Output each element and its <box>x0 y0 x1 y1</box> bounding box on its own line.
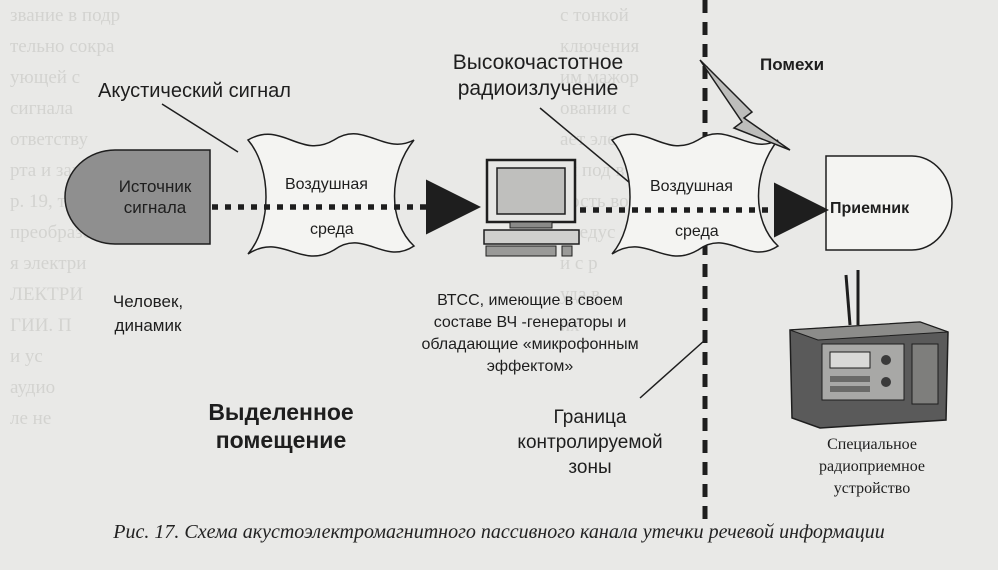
special-device-line-1: Специальное <box>827 436 917 453</box>
boundary-leader <box>639 339 706 399</box>
dedicated-room-label: Выделенное помещение <box>186 398 376 454</box>
hf-radiation-line-1: Высокочастотное <box>452 51 624 74</box>
diagram-canvas <box>64 0 953 520</box>
lightning-icon <box>699 59 791 151</box>
signal-source-shape <box>64 149 211 245</box>
air-medium-2-line-1: Воздушная <box>650 178 733 195</box>
vtss-label: ВТСС, имеющие в своем составе ВЧ -генера… <box>405 290 655 378</box>
signal-source-line-2: сигнала <box>123 198 187 217</box>
interference-label: Помехи <box>760 55 825 74</box>
hf-radiation-line-2: радиоизлучение <box>457 77 619 100</box>
air-medium-1-line-1: Воздушная <box>285 176 368 193</box>
special-device-label: Специальное радиоприемное устройство <box>782 434 962 500</box>
air-medium-1-line-2: среда <box>310 221 354 238</box>
vtss-line-2: составе ВЧ -генераторы и <box>433 314 627 331</box>
special-device-line-2: радиоприемное <box>818 458 925 475</box>
dedicated-room-line-2: помещение <box>215 427 347 453</box>
boundary-line-3: зоны <box>568 457 612 478</box>
figure-caption: Рис. 17. Схема акустоэлектромагнитного п… <box>113 521 885 543</box>
hf-radiation-label: Высокочастотное радиоизлучение <box>428 50 648 102</box>
receiver-label: Приемник <box>830 200 910 217</box>
acoustic-signal-leader <box>161 103 239 153</box>
radio-receiver-icon <box>789 270 949 429</box>
special-device-line-3: устройство <box>833 480 911 497</box>
computer-icon <box>483 158 580 257</box>
air-medium-shape-2 <box>610 133 780 257</box>
boundary-line-2: контролируемой <box>517 432 663 453</box>
vtss-line-3: обладающие «микрофонным <box>421 336 639 353</box>
air-medium-2-line-2: среда <box>675 223 719 240</box>
controlled-zone-boundary-label: Граница контролируемой зоны <box>490 405 690 480</box>
acoustic-signal-label: Акустический сигнал <box>98 80 291 102</box>
vtss-line-4: эффектом» <box>486 358 574 375</box>
boundary-line-1: Граница <box>553 407 627 428</box>
receiver-shape <box>825 155 953 251</box>
air-medium-shape-1 <box>246 133 416 257</box>
vtss-line-1: ВТСС, имеющие в своем <box>437 292 623 309</box>
person-speaker-line-1: Человек, <box>112 292 184 311</box>
signal-source-line-1: Источник <box>118 177 192 196</box>
signal-source-label: Источник сигнала <box>100 176 210 218</box>
dedicated-room-line-1: Выделенное <box>208 399 354 425</box>
person-speaker-label: Человек, динамик <box>88 290 208 338</box>
person-speaker-line-2: динамик <box>114 316 182 335</box>
